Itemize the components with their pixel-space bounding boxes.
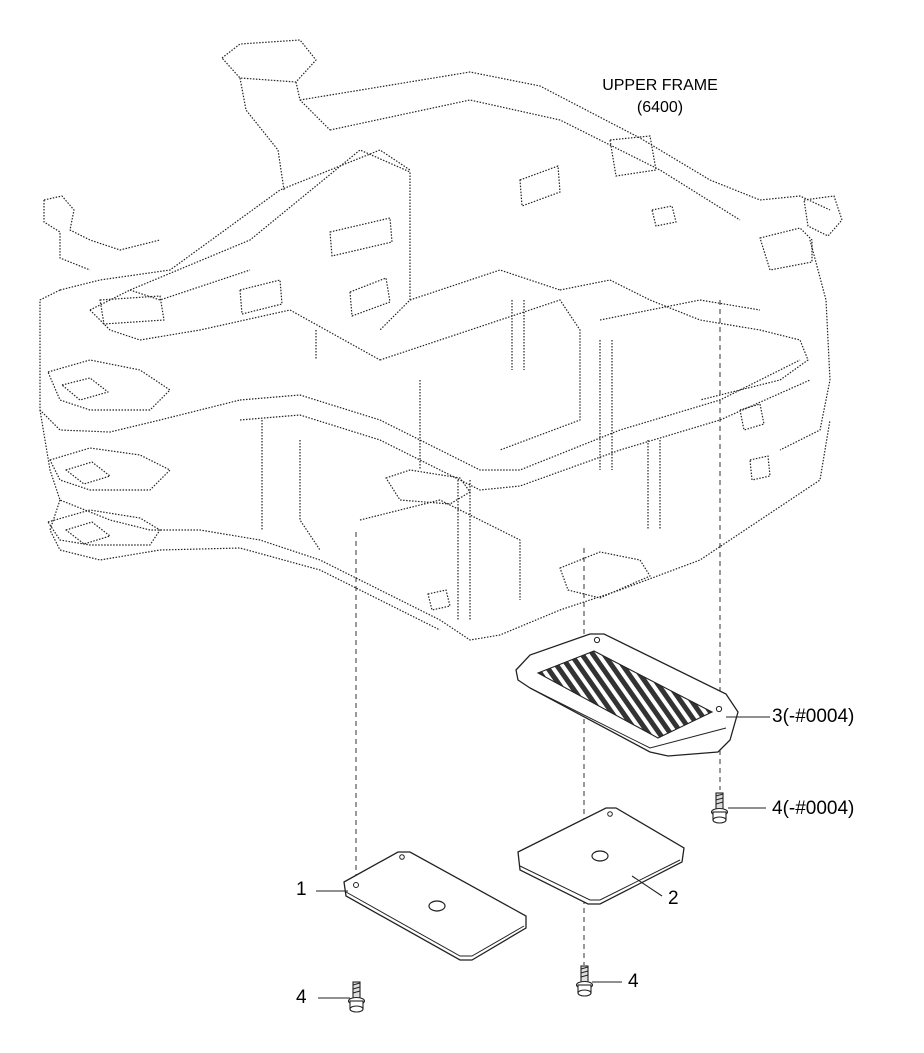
- plate-part-1: [343, 851, 527, 961]
- upper-frame-title: UPPER FRAME: [602, 77, 718, 94]
- grille-cover-part-3: [515, 633, 739, 757]
- callout-4-center: 4: [628, 971, 639, 992]
- leader-lines: [316, 716, 770, 999]
- plate-part-2: [517, 807, 685, 905]
- callout-2: 2: [668, 888, 679, 909]
- callout-3: 3(-#0004): [772, 706, 855, 727]
- bolt-4-left: [347, 981, 366, 1013]
- callout-1: 1: [296, 879, 307, 900]
- upper-frame-code: (6400): [636, 99, 684, 116]
- bolt-4-center: [575, 965, 594, 997]
- bolt-4-right: [710, 792, 729, 824]
- callout-4-right: 4(-#0004): [772, 798, 855, 819]
- callout-4-left: 4: [296, 987, 307, 1008]
- upper-frame: [39, 39, 843, 641]
